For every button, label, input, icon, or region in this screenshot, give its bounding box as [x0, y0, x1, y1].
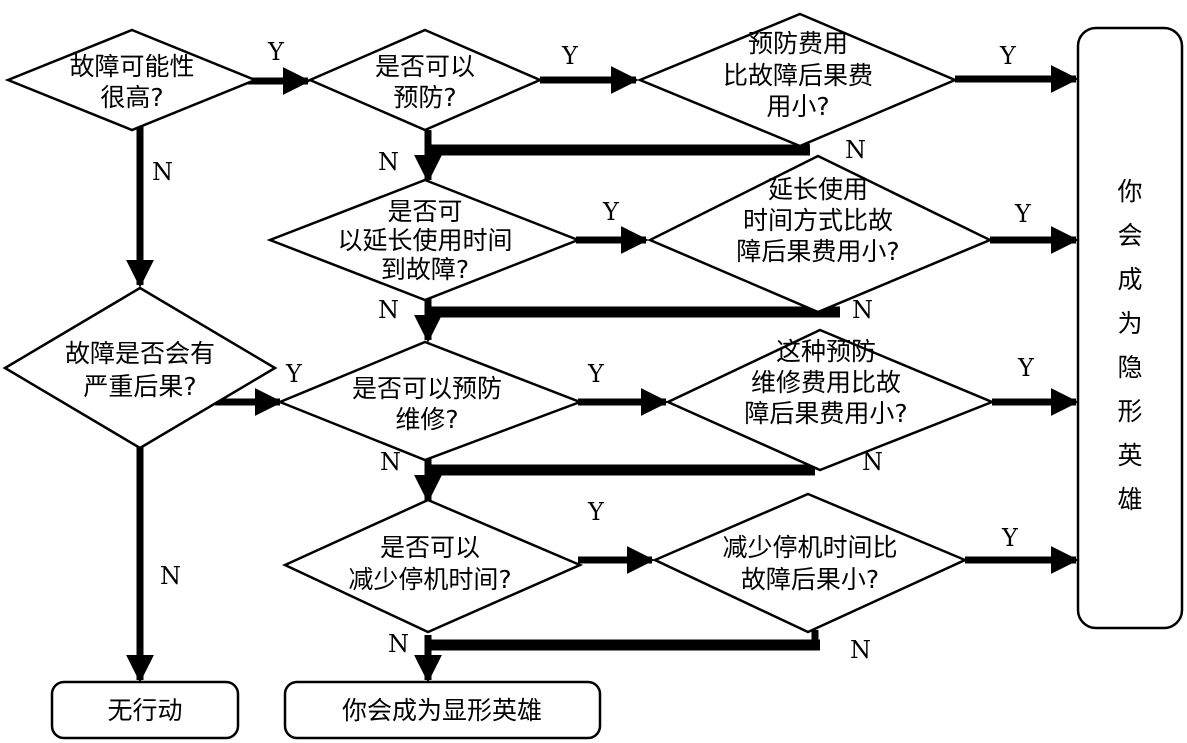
label-yes: Y	[587, 360, 605, 388]
label-no: N	[380, 448, 401, 476]
label-yes: Y	[1001, 524, 1019, 552]
label-yes: Y	[602, 198, 620, 226]
node-text: 形	[1117, 397, 1142, 426]
result-visible-hero: 你会成为显形英雄	[283, 680, 602, 740]
node-text: 是否可以	[380, 533, 480, 562]
decision-prevent-cost: 预防费用 比故障后果费 用小?	[636, 12, 959, 148]
node-text: 故障可能性	[69, 52, 194, 81]
node-text: 预防费用	[748, 29, 848, 58]
label-yes: Y	[1017, 354, 1035, 382]
node-text: 到故障?	[381, 255, 469, 284]
label-no: N	[388, 630, 409, 658]
label-no: N	[862, 448, 883, 476]
decision-serious: 故障是否会有 严重后果?	[2, 286, 278, 450]
decision-extend: 是否可 以延长使用时间 到故障?	[266, 178, 582, 302]
node-text: 无行动	[107, 696, 182, 725]
node-text: 隐	[1117, 353, 1142, 382]
label-no: N	[845, 136, 866, 164]
label-no: N	[850, 636, 871, 664]
node-text: 你会成为显形英雄	[342, 696, 542, 725]
label-yes: Y	[999, 42, 1017, 70]
node-text: 用小?	[766, 92, 829, 121]
label-yes: Y	[267, 38, 285, 66]
node-text: 你	[1117, 177, 1142, 206]
node-text: 是否可以预防	[352, 374, 502, 403]
branch-labels: Y Y Y N N N Y Y N N Y Y Y N N Y Y N N N	[152, 38, 1035, 664]
node-text: 以延长使用时间	[337, 226, 512, 255]
node-text: 是否可	[387, 197, 462, 226]
node-text: 故障后果小?	[741, 565, 879, 594]
decision-maint-cost: 这种预防 维修费用比故 障后果费用小?	[665, 328, 996, 472]
label-yes: Y	[285, 360, 303, 388]
node-text: 很高?	[100, 83, 163, 112]
label-no: N	[378, 148, 399, 176]
node-text: 预防?	[393, 83, 456, 112]
decision-high-prob: 故障可能性 很高?	[4, 28, 259, 132]
decision-reduce-down: 是否可以 减少停机时间?	[282, 498, 584, 634]
label-yes: Y	[561, 42, 579, 70]
label-no: N	[378, 296, 399, 324]
label-no: N	[152, 158, 173, 186]
node-text: 减少停机时间比	[722, 533, 897, 562]
node-text: 维修费用比故	[751, 368, 901, 397]
decision-extend-cost: 延长使用 时间方式比故 障后果费用小?	[647, 154, 994, 314]
node-text: 障后果费用小?	[736, 237, 899, 266]
decision-preventable: 是否可以 预防?	[306, 28, 544, 132]
node-text: 维修?	[395, 405, 458, 434]
node-text: 故障是否会有	[65, 339, 215, 368]
node-text: 英	[1117, 441, 1142, 470]
node-text: 雄	[1117, 485, 1142, 514]
node-text: 会	[1117, 221, 1142, 250]
node-text: 减少停机时间?	[348, 565, 511, 594]
label-yes: Y	[587, 498, 605, 526]
node-text: 严重后果?	[83, 372, 196, 401]
node-text: 比故障后果费	[723, 61, 873, 90]
node-text: 障后果费用小?	[744, 399, 907, 428]
node-text: 成	[1117, 265, 1142, 294]
label-no: N	[160, 562, 181, 590]
result-invisible-hero: 你 会 成 为 隐 形 英 雄	[1076, 26, 1184, 630]
result-no-action: 无行动	[50, 680, 240, 740]
node-text: 为	[1117, 309, 1142, 338]
decision-reduce-cost: 减少停机时间比 故障后果小?	[651, 492, 969, 634]
node-text: 时间方式比故	[743, 206, 893, 235]
node-text: 延长使用	[768, 175, 868, 204]
label-no: N	[852, 296, 873, 324]
node-text: 这种预防	[776, 337, 876, 366]
connectors	[126, 65, 1079, 683]
decision-prev-maint: 是否可以预防 维修?	[276, 340, 584, 462]
label-yes: Y	[1014, 200, 1032, 228]
node-text: 是否可以	[375, 52, 475, 81]
